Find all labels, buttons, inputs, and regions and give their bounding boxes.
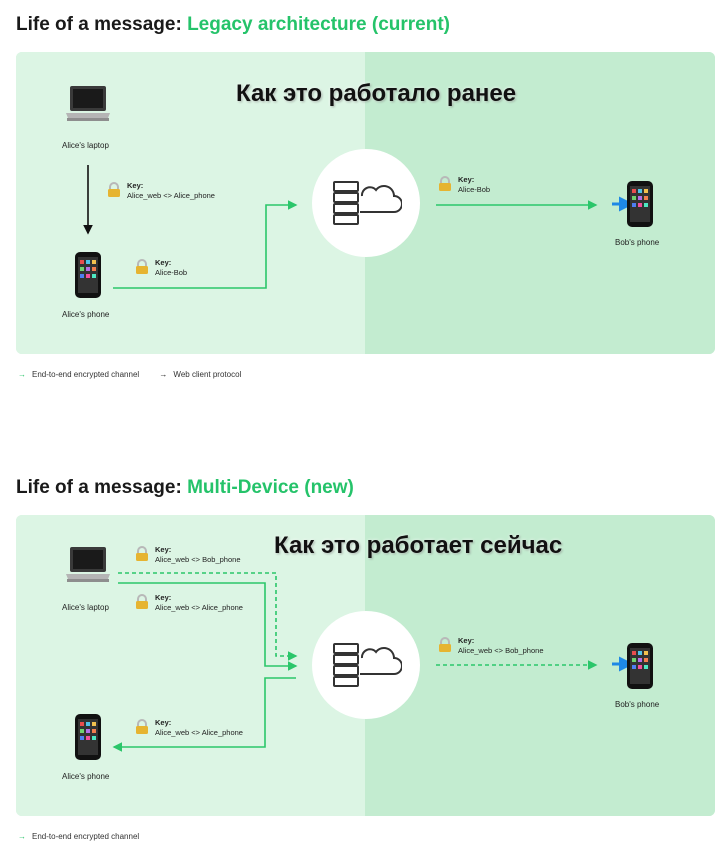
key-value: Alice-Bob [458,185,491,194]
e2e-arrow-phone-to-server [113,200,298,289]
section2-title: Life of a message: Multi-Device (new) [16,477,354,499]
key-label: Key: Alice-Bob [458,175,490,195]
title-prefix: Life of a message: [16,14,182,35]
key-title: Key: [458,175,475,184]
phone-icon [627,181,653,227]
lock-icon [136,719,148,734]
phone-label: Alice's phone [62,772,110,781]
title-highlight: Legacy architecture (current) [187,14,450,35]
key-title: Key: [155,545,172,554]
key-title: Key: [155,718,172,727]
laptop-label: Alice's laptop [62,603,109,612]
section1-title: Life of a message: Legacy architecture (… [16,14,450,36]
lock-icon [136,546,148,561]
legend-e2e: End-to-end encrypted channel [32,370,140,379]
overlay-caption: Как это работает сейчас [274,532,563,559]
key-title: Key: [458,636,475,645]
key-value: Alice_web <> Alice_phone [155,603,243,612]
phone-icon [75,252,101,298]
key-title: Key: [155,593,172,602]
key-value: Alice-Bob [155,268,188,277]
phone-icon [75,714,101,760]
server-circle [312,611,420,719]
e2e-dashed-laptop-to-server [118,572,298,661]
key-label: Key: Alice_web <> Alice_phone [155,593,243,613]
key-label: Key: Alice_web <> Alice_phone [155,718,243,738]
legend: → End-to-end encrypted channel → Web clien… [18,370,241,379]
key-value: Alice_web <> Bob_phone [458,646,544,655]
key-value: Alice_web <> Alice_phone [155,728,243,737]
phone-label: Alice's phone [62,310,110,319]
diagram-panel-legacy [16,52,715,354]
black-arrow-icon: → [159,370,168,379]
green-arrow-icon: → [18,370,26,379]
lock-icon [136,259,148,274]
laptop-label: Alice's laptop [62,141,109,150]
key-value: Alice_web <> Bob_phone [155,555,241,564]
green-arrow-icon: → [18,832,26,841]
title-highlight: Multi-Device (new) [187,477,354,498]
bob-phone-label: Bob's phone [615,238,660,247]
laptop-icon [66,547,110,582]
key-title: Key: [127,181,144,190]
title-prefix: Life of a message: [16,477,182,498]
laptop-icon [66,86,110,121]
panel-right-region [365,52,715,354]
key-label: Key: Alice_web <> Bob_phone [458,636,544,656]
key-label: Key: Alice_web <> Bob_phone [155,545,241,565]
legacy-connections [83,165,634,289]
panel-right-region [365,515,715,816]
key-label: Key: Alice-Bob [155,258,187,278]
server-cloud-icon [333,181,402,225]
e2e-arrow-laptop-to-server [118,582,298,671]
key-value: Alice_web <> Alice_phone [127,191,215,200]
legend-web: Web client protocol [173,370,242,379]
lock-icon [439,176,451,191]
bob-phone-label: Bob's phone [615,700,660,709]
e2e-arrow-server-to-phone [112,677,296,752]
key-label: Key: Alice_web <> Alice_phone [127,181,215,201]
server-cloud-icon [333,643,402,687]
legend-e2e: End-to-end encrypted channel [32,832,140,841]
lock-icon [136,594,148,609]
lock-icon [439,637,451,652]
key-title: Key: [155,258,172,267]
server-circle [312,149,420,257]
overlay-caption: Как это работало ранее [236,80,517,107]
legend: → End-to-end encrypted channel [18,832,139,841]
phone-icon [627,643,653,689]
lock-icon [108,182,120,197]
